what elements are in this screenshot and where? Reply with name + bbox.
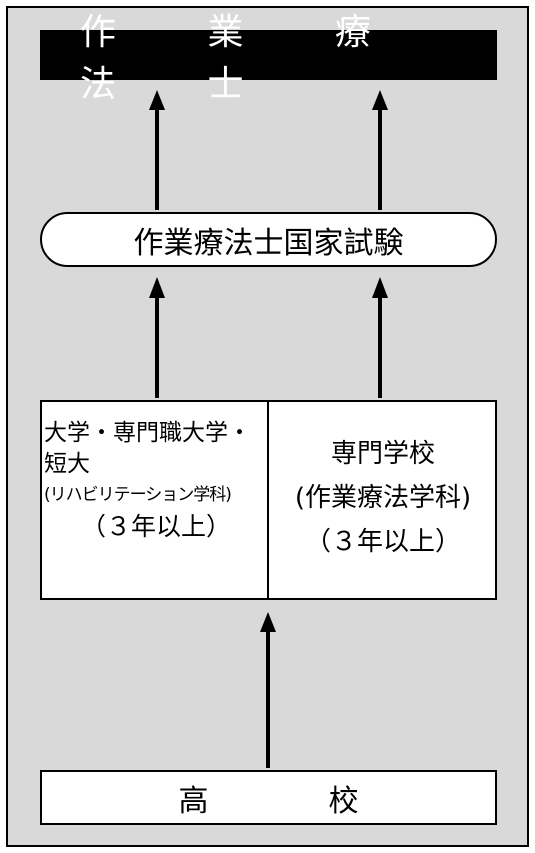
occupational-therapist-label: 作 業 療 法 士 (80, 12, 411, 105)
university-line4: （３年以上） (80, 512, 231, 541)
arrow-vocational-to-exam (372, 277, 388, 398)
vocational-line3: （３年以上） (304, 527, 461, 557)
schools-divider (267, 400, 269, 600)
arrow-exam-to-title-left (149, 90, 165, 210)
university-line2: 短大 (44, 451, 90, 477)
high-school-box: 高 校 (40, 770, 497, 825)
vocational-school-route: 専門学校 (作業療法学科) （３年以上） (270, 432, 496, 564)
university-line1: 大学・専門職大学・ (44, 420, 251, 446)
vocational-line2: (作業療法学科) (294, 483, 472, 513)
university-route: 大学・専門職大学・ 短大 (リハビリテーション学科) （３年以上） (44, 418, 268, 542)
occupational-therapist-box: 作 業 療 法 士 (40, 12, 497, 105)
national-exam-box: 作業療法士国家試験 (40, 212, 497, 267)
arrow-university-to-exam (149, 277, 165, 398)
arrow-exam-to-title-right (372, 90, 388, 210)
high-school-char2: 校 (328, 783, 359, 819)
high-school-char1: 高 (178, 783, 209, 819)
vocational-line1: 専門学校 (330, 439, 435, 469)
university-line3: (リハビリテーション学科) (44, 485, 232, 505)
arrow-high-school-to-schools (260, 612, 276, 768)
national-exam-label: 作業療法士国家試験 (133, 225, 404, 261)
